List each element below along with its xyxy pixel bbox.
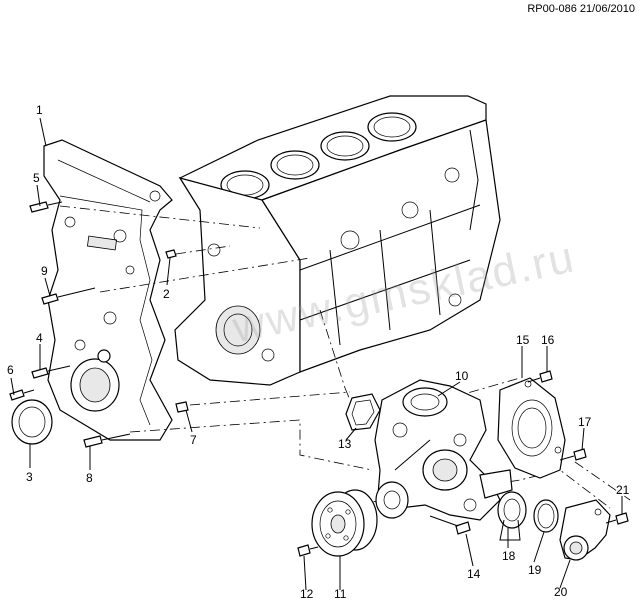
callout-2: 2 — [163, 287, 170, 301]
pump-bolt — [429, 515, 471, 535]
callout-leaders — [10, 117, 623, 591]
callout-labels: 1 2 3 4 5 6 7 8 9 10 11 12 13 14 15 16 1… — [7, 103, 630, 601]
thermostat-housing — [559, 499, 611, 561]
callout-21: 21 — [616, 483, 630, 497]
callout-15: 15 — [516, 333, 530, 347]
callout-3: 3 — [26, 470, 33, 484]
callout-17: 17 — [578, 415, 592, 429]
callout-11: 11 — [334, 587, 347, 600]
thermostat-seal — [533, 499, 559, 533]
callout-9: 9 — [41, 264, 48, 278]
timing-cover — [43, 139, 173, 441]
water-pump — [374, 379, 513, 521]
callout-10: 10 — [455, 369, 469, 383]
pump-pulley — [311, 489, 378, 557]
callout-13: 13 — [338, 437, 352, 451]
callout-19: 19 — [528, 563, 542, 577]
housing-bolt — [605, 512, 629, 525]
front-crank-seal — [11, 399, 53, 445]
callout-18: 18 — [502, 549, 516, 563]
diagram-reference: RP00-086 21/06/2010 — [527, 3, 635, 15]
callout-20: 20 — [554, 585, 568, 599]
pump-cover-plate — [497, 377, 566, 479]
callout-6: 6 — [7, 363, 14, 377]
cover-bolts — [9, 201, 189, 448]
callout-4: 4 — [36, 331, 43, 345]
thermostat — [497, 491, 527, 541]
pulley-bolt — [297, 544, 319, 557]
stud-17 — [559, 448, 587, 461]
engine-block — [174, 95, 501, 386]
callout-8: 8 — [86, 471, 93, 485]
pump-hub — [375, 481, 409, 519]
cover-bolt-16 — [527, 370, 553, 383]
callout-1: 1 — [36, 103, 43, 117]
pump-gasket — [345, 393, 381, 431]
callout-7: 7 — [190, 433, 197, 447]
callout-14: 14 — [467, 567, 481, 581]
callout-5: 5 — [33, 171, 40, 185]
callout-16: 16 — [541, 333, 555, 347]
callout-12: 12 — [300, 587, 314, 600]
